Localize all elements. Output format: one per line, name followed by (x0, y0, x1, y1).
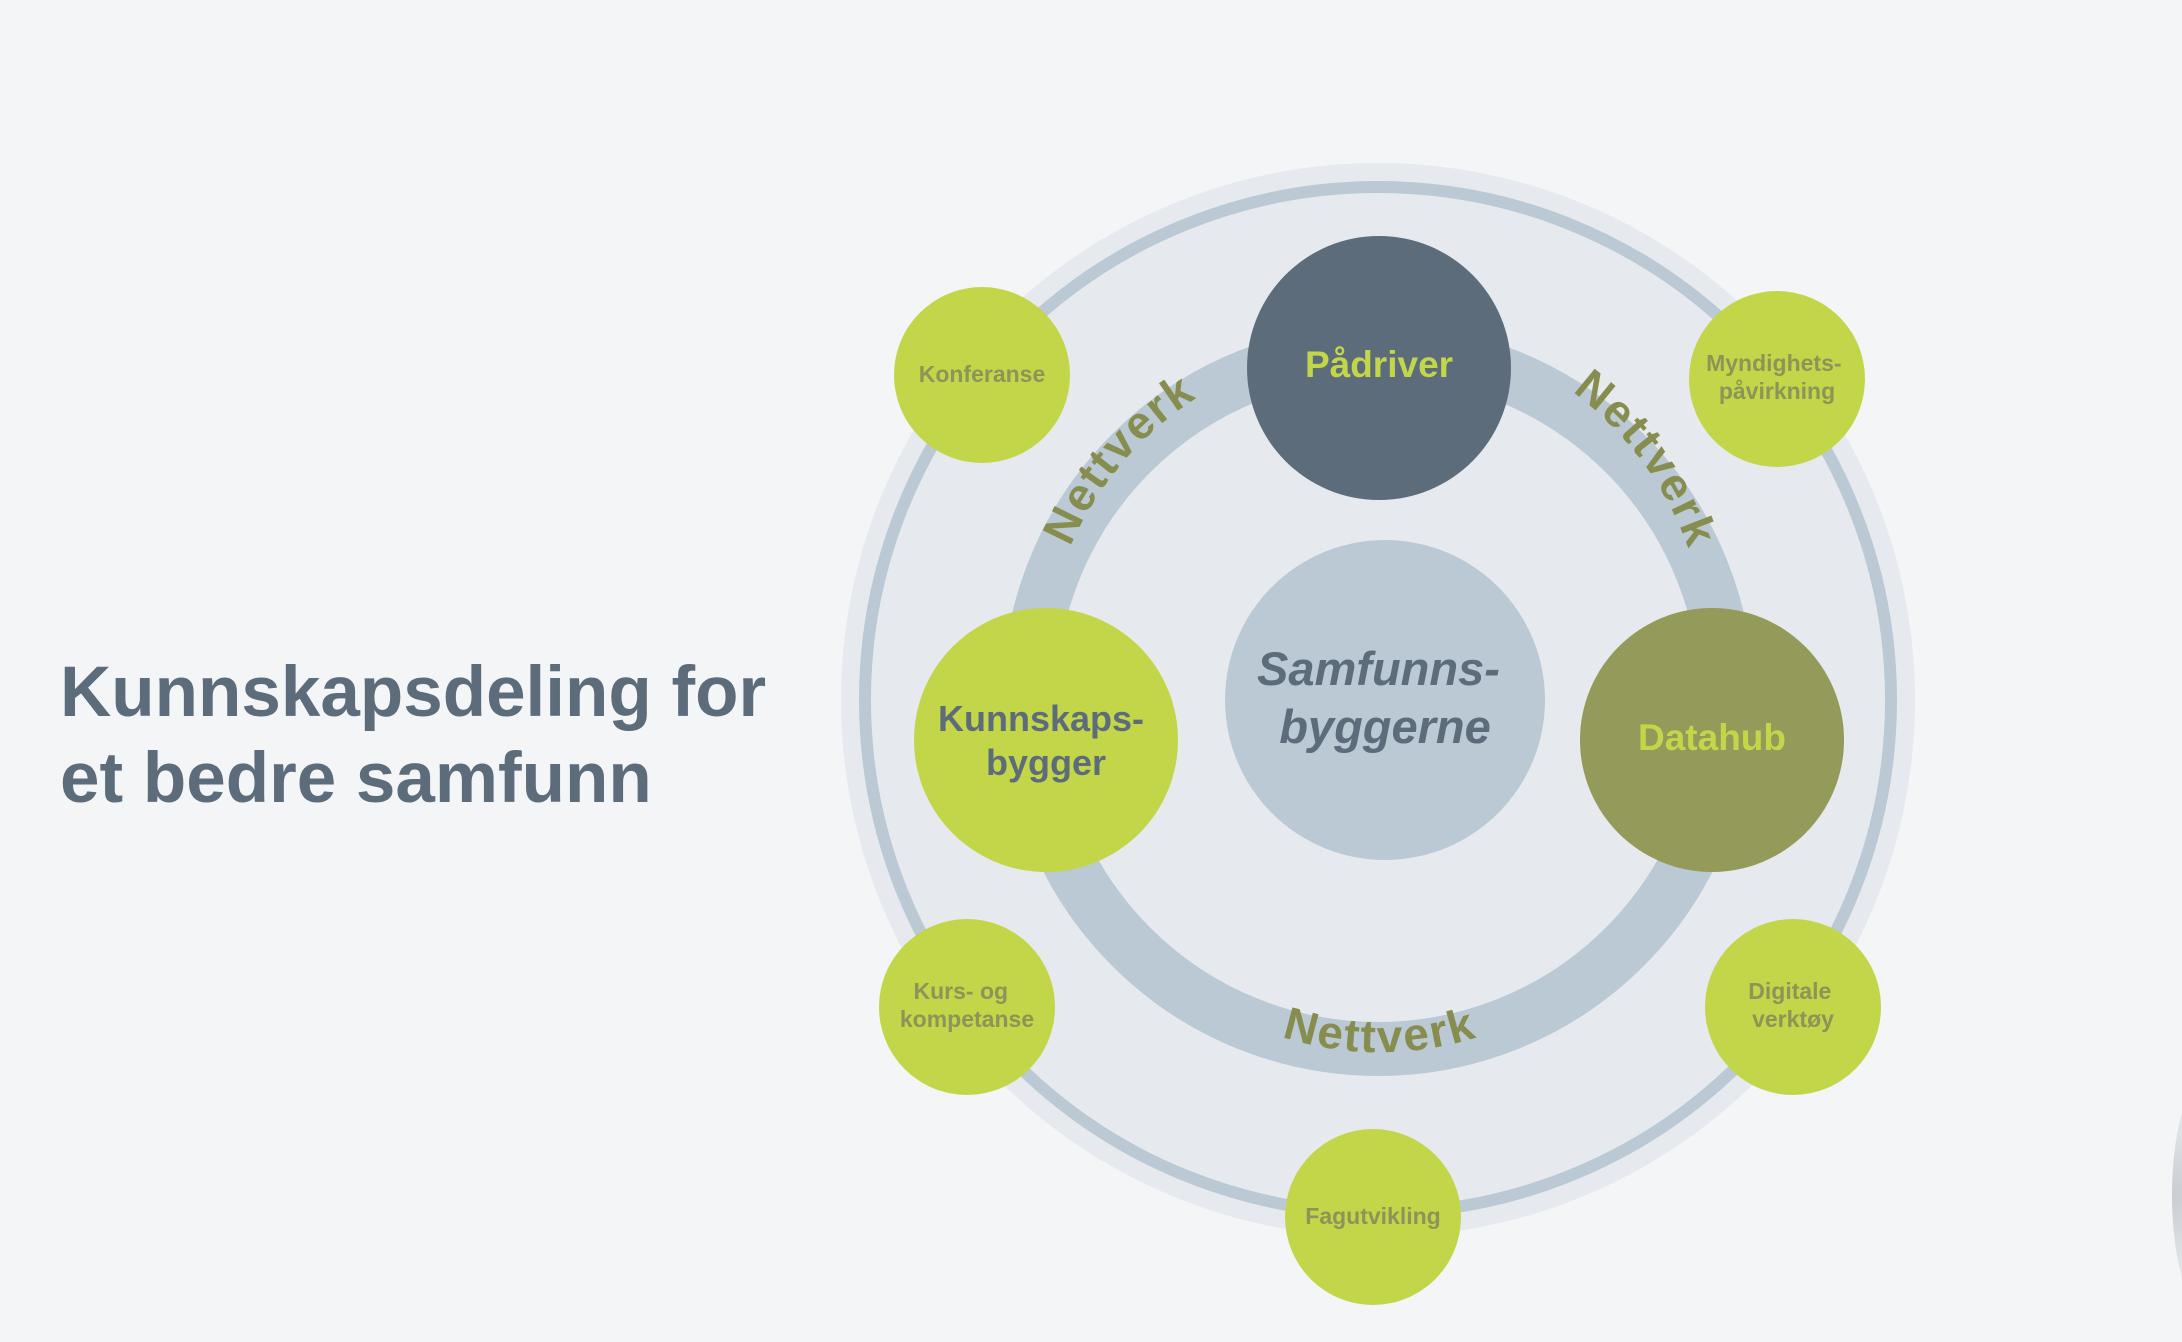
activity-kurs-og-kompetanse-label: Kurs- og kompetanse (900, 978, 1034, 1032)
role-kunnskapsbygger-line-2: bygger (986, 742, 1106, 783)
role-kunnskapsbygger-line-1: Kunnskaps- (938, 698, 1144, 739)
activity-digitale-verktoy: Digitale verktøy (1705, 919, 1881, 1095)
center-disc (1225, 540, 1545, 860)
role-kunnskapsbygger-label: Kunnskaps- bygger (938, 698, 1154, 783)
activity-konferanse-label: Konferanse (919, 361, 1046, 387)
activity-digitale-verktoy-label: Digitale verktøy (1748, 978, 1837, 1032)
activity-myndighetspavirkning-label: Myndighets- påvirkning (1706, 350, 1848, 404)
activity-digitale-verktoy-line-1: Digitale (1748, 978, 1831, 1004)
activity-myndighetspavirkning: Myndighets- påvirkning (1689, 291, 1865, 467)
page-title: Kunnskapsdeling for et bedre samfunn (60, 650, 820, 822)
activity-fagutvikling: Fagutvikling (1285, 1129, 1461, 1305)
activity-myndighetspavirkning-line-2: påvirkning (1719, 378, 1835, 404)
edge-shadow (2172, 1070, 2182, 1320)
page-title-line-1: Kunnskapsdeling for (60, 653, 767, 732)
activity-digitale-verktoy-line-2: verktøy (1752, 1006, 1834, 1032)
center-label-line-1: Samfunns- (1257, 642, 1500, 695)
role-datahub: Datahub (1580, 608, 1844, 872)
activity-kurs-og-kompetanse: Kurs- og kompetanse (879, 919, 1055, 1095)
role-padriver: Pådriver (1247, 236, 1511, 500)
role-kunnskapsbygger: Kunnskaps- bygger (914, 608, 1178, 872)
page-title-line-2: et bedre samfunn (60, 739, 652, 818)
role-padriver-label: Pådriver (1305, 344, 1453, 385)
center-label-line-2: byggerne (1279, 700, 1491, 753)
center-label: Samfunns- byggerne (1257, 642, 1513, 753)
activity-fagutvikling-label: Fagutvikling (1305, 1203, 1440, 1229)
activity-konferanse: Konferanse (894, 287, 1070, 463)
activity-kurs-og-kompetanse-line-1: Kurs- og (914, 978, 1009, 1004)
activity-kurs-og-kompetanse-line-2: kompetanse (900, 1006, 1034, 1032)
role-datahub-label: Datahub (1638, 717, 1786, 758)
activity-myndighetspavirkning-line-1: Myndighets- (1706, 350, 1841, 376)
